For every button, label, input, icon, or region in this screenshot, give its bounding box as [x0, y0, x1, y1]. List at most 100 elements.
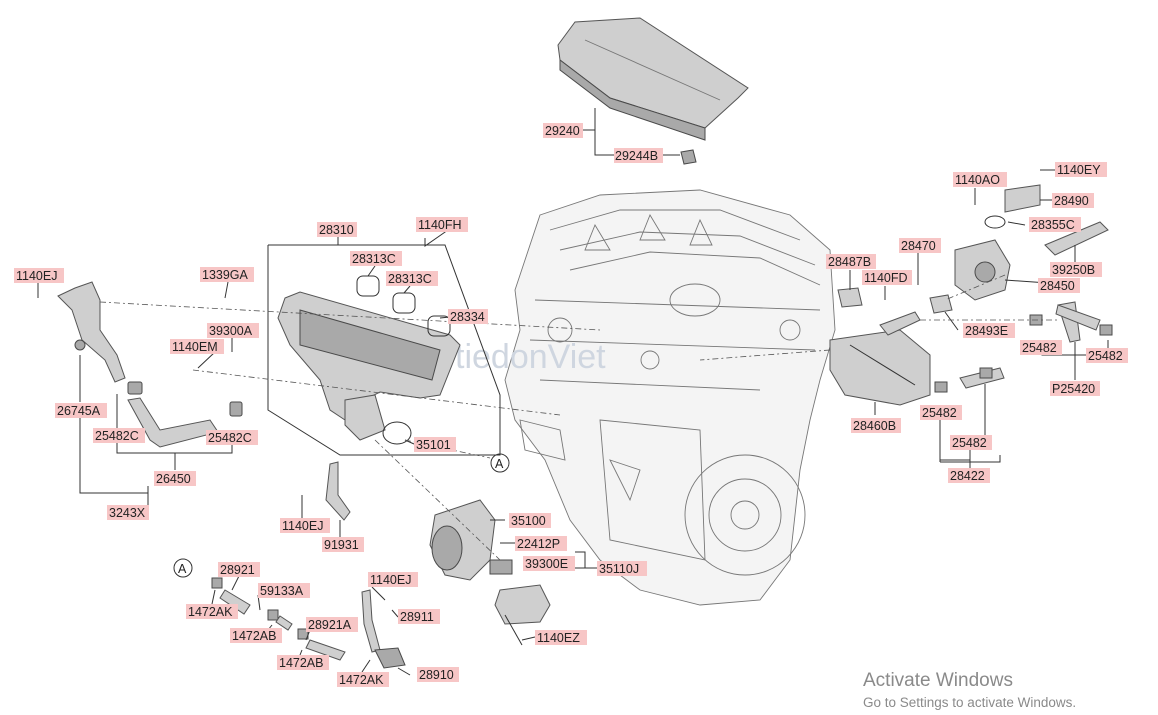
- label-35110j[interactable]: 35110J: [597, 561, 647, 576]
- label-39250b[interactable]: 39250B: [1050, 262, 1102, 277]
- label-28490[interactable]: 28490: [1052, 193, 1094, 208]
- label-59133a[interactable]: 59133A: [258, 583, 310, 598]
- egr-cooler-part: [829, 311, 931, 406]
- label-1140ej-mid[interactable]: 1140EJ: [280, 518, 330, 533]
- svg-text:26745A: 26745A: [57, 404, 101, 418]
- svg-text:1140EJ: 1140EJ: [282, 519, 323, 533]
- svg-text:1339GA: 1339GA: [202, 268, 249, 282]
- small-hose-part: [325, 461, 351, 521]
- label-39300a[interactable]: 39300A: [207, 323, 259, 338]
- label-91931[interactable]: 91931: [322, 537, 364, 552]
- label-1339ga[interactable]: 1339GA: [200, 267, 254, 282]
- label-1140fh[interactable]: 1140FH: [416, 217, 468, 232]
- svg-text:28921A: 28921A: [308, 618, 352, 632]
- label-25482-d[interactable]: 25482: [950, 435, 992, 450]
- label-22412p[interactable]: 22412P: [515, 536, 567, 551]
- svg-text:1140FD: 1140FD: [864, 271, 908, 285]
- label-1140ao[interactable]: 1140AO: [953, 172, 1007, 187]
- watermark-text: tiedonViet: [455, 338, 606, 376]
- label-1472ab-1[interactable]: 1472AB: [230, 628, 282, 643]
- label-29240[interactable]: 29240: [543, 123, 583, 138]
- label-p25420[interactable]: P25420: [1050, 381, 1100, 396]
- svg-text:25482C: 25482C: [208, 431, 252, 445]
- svg-text:28910: 28910: [419, 668, 454, 682]
- activate-windows-notice: Activate Windows Go to Settings to activ…: [863, 670, 1076, 712]
- egr-valve-right-part: [929, 184, 1109, 314]
- svg-text:28334: 28334: [450, 310, 485, 324]
- svg-text:28422: 28422: [950, 469, 985, 483]
- svg-text:1472AK: 1472AK: [339, 673, 384, 687]
- manifold-group-box: [267, 244, 501, 456]
- svg-text:1140FH: 1140FH: [418, 218, 462, 232]
- label-35100[interactable]: 35100: [509, 513, 551, 528]
- svg-text:39300A: 39300A: [209, 324, 253, 338]
- label-28470[interactable]: 28470: [899, 238, 941, 253]
- label-1140ey[interactable]: 1140EY: [1055, 162, 1107, 177]
- svg-text:1140AO: 1140AO: [955, 173, 1000, 187]
- svg-text:P25420: P25420: [1052, 382, 1095, 396]
- label-28355c[interactable]: 28355C: [1029, 217, 1081, 232]
- coolant-pipe-part: [57, 281, 126, 383]
- activate-windows-title: Activate Windows: [863, 670, 1013, 691]
- label-28450[interactable]: 28450: [1038, 278, 1080, 293]
- svg-text:1472AB: 1472AB: [279, 656, 323, 670]
- label-1140ez[interactable]: 1140EZ: [535, 630, 587, 645]
- svg-text:28911: 28911: [400, 610, 434, 624]
- label-25482-a[interactable]: 25482: [1020, 340, 1062, 355]
- label-28910[interactable]: 28910: [417, 667, 459, 682]
- label-29244b[interactable]: 29244B: [614, 148, 663, 163]
- label-28921[interactable]: 28921: [218, 562, 260, 577]
- label-25482c-right[interactable]: 25482C: [206, 430, 258, 445]
- label-1140fd[interactable]: 1140FD: [862, 270, 912, 285]
- svg-text:3243X: 3243X: [109, 506, 146, 520]
- svg-text:1140EZ: 1140EZ: [537, 631, 580, 645]
- svg-text:35110J: 35110J: [599, 562, 639, 576]
- svg-text:28490: 28490: [1054, 194, 1089, 208]
- throttle-body-part: [429, 499, 496, 581]
- svg-text:29240: 29240: [545, 124, 580, 138]
- label-25482-b[interactable]: 25482: [1086, 348, 1128, 363]
- label-25482-c[interactable]: 25482: [920, 405, 962, 420]
- svg-text:59133A: 59133A: [260, 584, 304, 598]
- svg-text:1140EM: 1140EM: [172, 340, 218, 354]
- activate-windows-subtitle: Go to Settings to activate Windows.: [863, 695, 1077, 710]
- label-1472ab-2[interactable]: 1472AB: [277, 655, 329, 670]
- label-28310[interactable]: 28310: [317, 222, 357, 237]
- label-1140ej-left[interactable]: 1140EJ: [14, 268, 64, 283]
- label-25482c-left[interactable]: 25482C: [93, 428, 145, 443]
- label-1472ak-2[interactable]: 1472AK: [337, 672, 389, 687]
- label-28313c-1[interactable]: 28313C: [350, 251, 402, 266]
- svg-text:25482: 25482: [922, 406, 957, 420]
- label-28313c-2[interactable]: 28313C: [386, 271, 438, 286]
- gasket-part: [837, 287, 863, 308]
- label-26450[interactable]: 26450: [154, 471, 196, 486]
- part-labels: 29240 29244B 28310 1140FH 28313C 28313C …: [14, 123, 1128, 687]
- label-3243x[interactable]: 3243X: [107, 505, 149, 520]
- label-26745a[interactable]: 26745A: [55, 403, 107, 418]
- cover-grommet-part: [680, 149, 697, 165]
- label-28334[interactable]: 28334: [448, 309, 488, 324]
- label-28911[interactable]: 28911: [398, 609, 440, 624]
- label-1472ak-1[interactable]: 1472AK: [186, 604, 238, 619]
- svg-text:28313C: 28313C: [388, 272, 432, 286]
- svg-text:28470: 28470: [901, 239, 936, 253]
- label-39300e[interactable]: 39300E: [523, 556, 575, 571]
- svg-text:25482: 25482: [1088, 349, 1123, 363]
- svg-text:29244B: 29244B: [615, 149, 658, 163]
- label-28493e[interactable]: 28493E: [963, 323, 1015, 338]
- engine-cover-part: [557, 17, 749, 141]
- label-28487b[interactable]: 28487B: [826, 254, 876, 269]
- label-1140em[interactable]: 1140EM: [170, 339, 224, 354]
- svg-text:25482: 25482: [952, 436, 987, 450]
- svg-text:22412P: 22412P: [517, 537, 560, 551]
- svg-text:1472AK: 1472AK: [188, 605, 233, 619]
- label-28921a[interactable]: 28921A: [306, 617, 358, 632]
- label-1140ej-low[interactable]: 1140EJ: [368, 572, 418, 587]
- svg-text:28493E: 28493E: [965, 324, 1008, 338]
- label-28460b[interactable]: 28460B: [851, 418, 901, 433]
- callout-a-upper: A: [490, 453, 510, 473]
- svg-text:39250B: 39250B: [1052, 263, 1095, 277]
- label-35101[interactable]: 35101: [414, 437, 456, 452]
- svg-text:35101: 35101: [416, 438, 451, 452]
- label-28422[interactable]: 28422: [948, 468, 990, 483]
